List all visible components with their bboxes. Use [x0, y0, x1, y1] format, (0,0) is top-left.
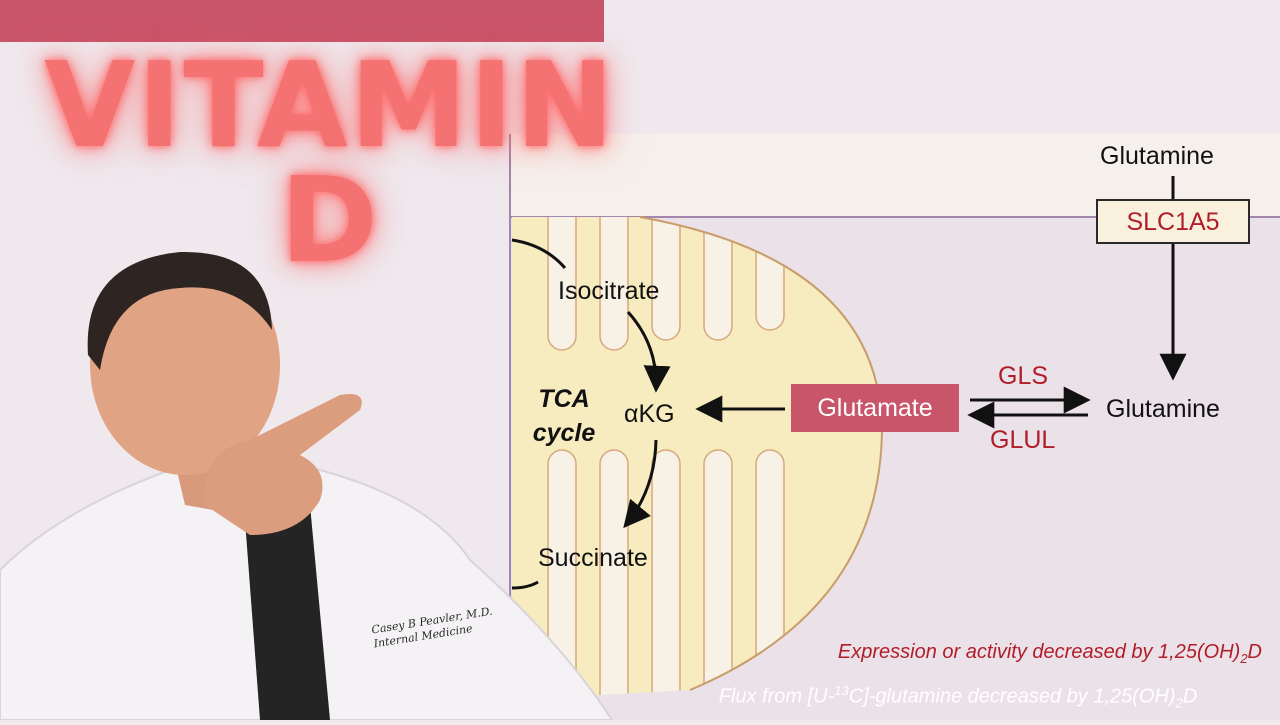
tca-cycle-arrows: [511, 238, 671, 590]
legend-expression: Expression or activity decreased by 1,25…: [838, 641, 1262, 666]
presenter-shirt: [245, 505, 330, 720]
succinate-label: Succinate: [538, 544, 648, 572]
legend-flux-prefix: Flux from [U-: [718, 685, 835, 708]
presenter: [0, 251, 614, 720]
legend-flux-suffix: D: [1182, 685, 1198, 708]
legend-flux-subscript: 2: [1175, 695, 1183, 711]
glutamine-extracellular-label: Glutamine: [1100, 142, 1214, 170]
legend-flux-background: [0, 0, 604, 42]
tca-label-line1: TCA: [538, 385, 590, 413]
isocitrate-label: Isocitrate: [558, 277, 660, 305]
tca-cycle-label: TCA cycle: [524, 382, 604, 450]
legend-flux-superscript: 13: [834, 683, 849, 698]
legend-expression-subscript: 2: [1240, 651, 1248, 666]
akg-label: αKG: [624, 400, 675, 429]
gls-enzyme-label: GLS: [998, 362, 1049, 390]
presenter-hair: [87, 251, 273, 370]
tca-label-line2: cycle: [532, 419, 596, 447]
presenter-hand: [204, 394, 362, 535]
glutamate-box: Glutamate: [791, 384, 959, 432]
akg-alpha: α: [624, 400, 639, 428]
legend-expression-text: Expression or activity decreased by 1,25…: [837, 641, 1241, 663]
pathway-arrows: [695, 176, 1187, 429]
slc1a5-transporter-box: SLC1A5: [1096, 199, 1250, 244]
glutamine-intracellular-label: Glutamine: [1106, 395, 1220, 423]
akg-text: KG: [638, 400, 675, 428]
legend-flux-middle: C]-glutamine decreased by 1,25(OH): [848, 685, 1176, 708]
presenter-face: [90, 255, 280, 475]
glul-enzyme-label: GLUL: [990, 426, 1056, 454]
mitochondrion: [512, 217, 882, 700]
legend-expression-suffix: D: [1247, 641, 1262, 663]
title-line-2: D: [280, 151, 380, 289]
title-line-1: VITAMIN: [44, 36, 616, 174]
legend-flux: Flux from [U-13C]-glutamine decreased by…: [656, 670, 1260, 712]
